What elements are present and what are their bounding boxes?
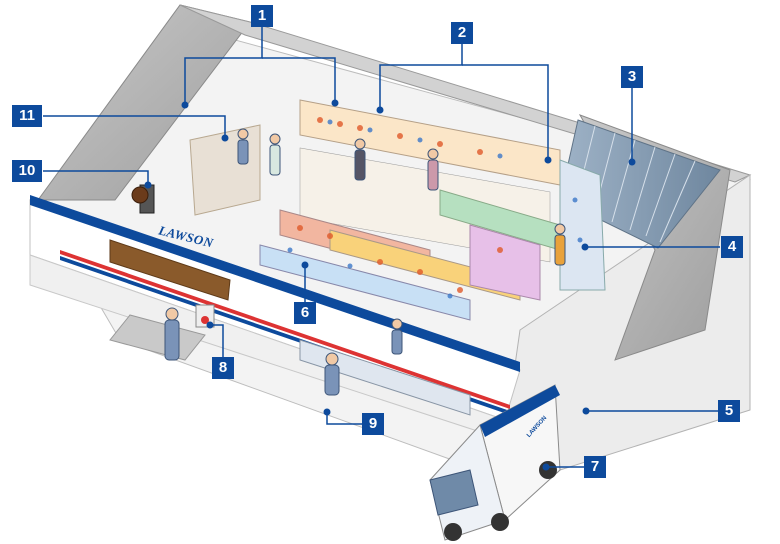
counter xyxy=(109,239,231,301)
callout-6: 6 xyxy=(294,302,316,324)
callout-1: 1 xyxy=(251,5,273,27)
callout-4: 4 xyxy=(721,236,743,258)
delivery-truck xyxy=(429,384,561,541)
callout-11: 11 xyxy=(12,105,42,127)
people xyxy=(164,128,566,396)
leader-lines xyxy=(43,26,720,468)
product-dots-blue xyxy=(287,119,583,299)
entrance-mat xyxy=(109,314,206,361)
magazine-rack xyxy=(299,339,471,416)
front-red-stripe xyxy=(60,250,510,409)
callout-5: 5 xyxy=(718,400,740,422)
leader-endpoints xyxy=(144,99,636,471)
product-shelves xyxy=(259,99,606,321)
product-dots xyxy=(297,117,503,293)
callout-3: 3 xyxy=(621,66,643,88)
callout-8: 8 xyxy=(212,357,234,379)
callout-2: 2 xyxy=(451,22,473,44)
callout-9: 9 xyxy=(362,413,384,435)
callout-7: 7 xyxy=(584,456,606,478)
callout-10: 10 xyxy=(12,160,42,182)
